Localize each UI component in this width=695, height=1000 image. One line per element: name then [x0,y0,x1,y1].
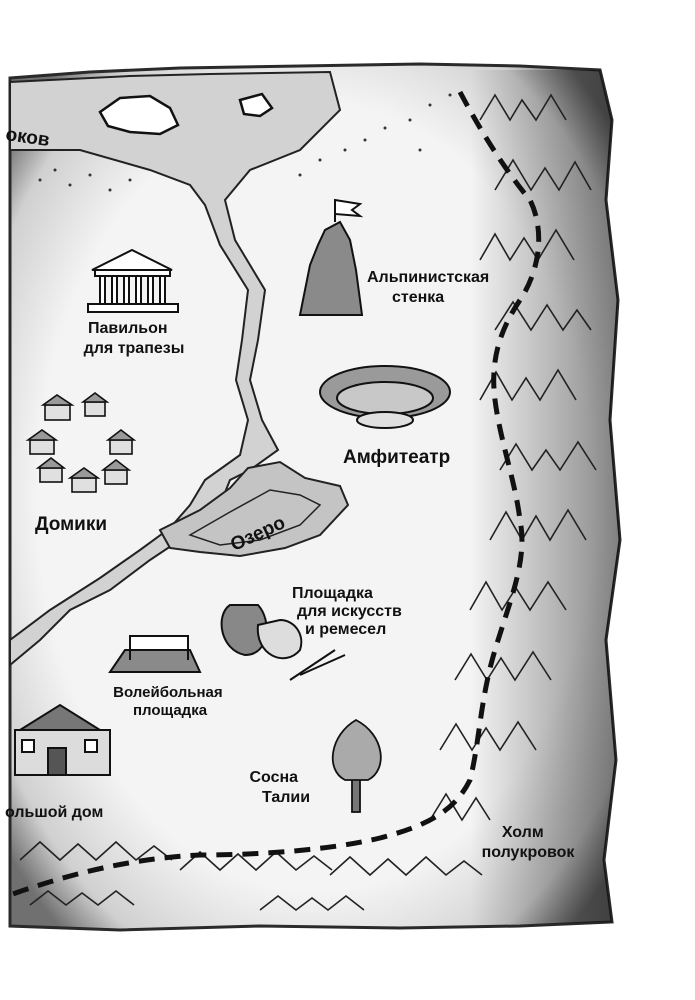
big-house-icon [14,703,111,776]
river [9,70,350,668]
top-islands [98,92,274,136]
dining-pavilion-icon [87,248,179,313]
vegetation-dots [38,93,452,192]
label-volleyball: Волейбольная площадка [113,684,227,719]
volleyball-court-icon [108,635,202,673]
amphitheater-icon [319,365,451,429]
arts-crafts-icon [220,604,346,681]
label-big-house: ольшой дом [5,804,103,821]
label-cabins: Домики [35,514,107,535]
label-dining-pavilion: Павильон для трапезы [84,320,185,357]
camp-boundary [9,90,542,898]
label-amphitheater: Амфитеатр [343,447,450,468]
label-thalia-pine: Сосна Талии [249,769,310,806]
climbing-wall-icon [298,198,364,316]
label-arts-crafts: Площадка для искусств и ремесел [292,585,406,638]
thalia-pine-icon [331,718,382,813]
label-climbing-wall: Альпинистская стенка [367,269,494,306]
lake-shape [158,460,350,558]
mountain-range [19,93,597,912]
label-half-blood-hill: Холм полукровок [482,824,576,861]
cabins-icon [25,392,137,493]
